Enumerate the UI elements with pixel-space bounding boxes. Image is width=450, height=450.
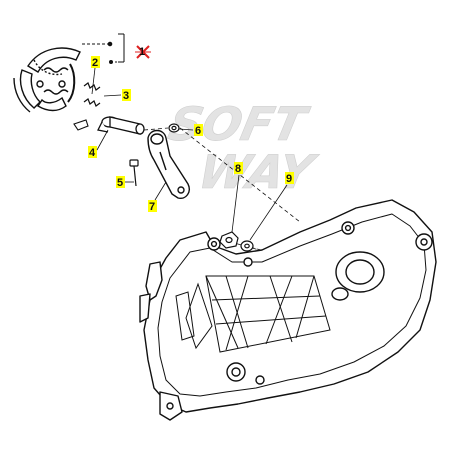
callout-7[interactable]: 7 (148, 181, 167, 213)
label-2: 2 (92, 57, 98, 69)
callout-3[interactable]: 3 (103, 89, 131, 102)
watermark-line2: WAY (194, 145, 322, 198)
brake-cam-shaft[interactable] (97, 116, 145, 135)
brake-shoe-assembly[interactable] (13, 47, 81, 113)
leader-9 (249, 184, 288, 241)
leader-3 (103, 94, 122, 97)
label-4: 4 (89, 147, 96, 159)
label-9-highlight (285, 172, 294, 184)
label-4-highlight (88, 146, 97, 158)
label-5: 5 (117, 177, 123, 189)
label-6-highlight (194, 124, 203, 136)
callout-labels: 1 2 3 4 5 6 7 (88, 46, 294, 241)
label-3: 3 (123, 90, 129, 102)
spring-clip[interactable] (73, 119, 89, 131)
callout-6[interactable]: 6 (178, 124, 203, 137)
callout-4[interactable]: 4 (88, 129, 109, 159)
leader-7 (154, 181, 167, 201)
callout-5[interactable]: 5 (116, 176, 134, 189)
part-8-nut[interactable] (219, 231, 239, 249)
part-9-washer[interactable] (240, 240, 254, 252)
shoe-springs[interactable] (83, 82, 101, 107)
cam-washer[interactable] (168, 123, 180, 133)
pinch-bolt[interactable] (129, 159, 139, 187)
red-cross-marker-icon[interactable] (135, 45, 151, 59)
label-7: 7 (149, 201, 155, 213)
leader-2 (91, 67, 96, 95)
label-1: 1 (139, 46, 145, 58)
label-3-highlight (122, 89, 131, 101)
leader-6 (178, 128, 194, 131)
callout-1-bracket (82, 33, 125, 64)
label-7-highlight (148, 200, 157, 212)
crankcase-housing (139, 199, 437, 421)
callout-8[interactable]: 8 (231, 162, 243, 233)
callout-1[interactable]: 1 (139, 46, 145, 58)
label-2-highlight (91, 56, 100, 68)
label-5-highlight (116, 176, 125, 188)
label-6: 6 (195, 125, 201, 137)
crankcase-ribs (175, 275, 331, 353)
brake-arm-lever[interactable] (147, 129, 190, 199)
label-9: 9 (286, 173, 292, 185)
callout-9[interactable]: 9 (249, 172, 294, 241)
leader-8 (231, 174, 240, 233)
callout-2[interactable]: 2 (91, 56, 100, 95)
leader-4 (96, 129, 109, 151)
watermark-line1: SOFT (164, 97, 314, 150)
label-8: 8 (235, 163, 241, 175)
label-8-highlight (234, 162, 243, 174)
watermark: SOFT WAY (164, 97, 323, 199)
